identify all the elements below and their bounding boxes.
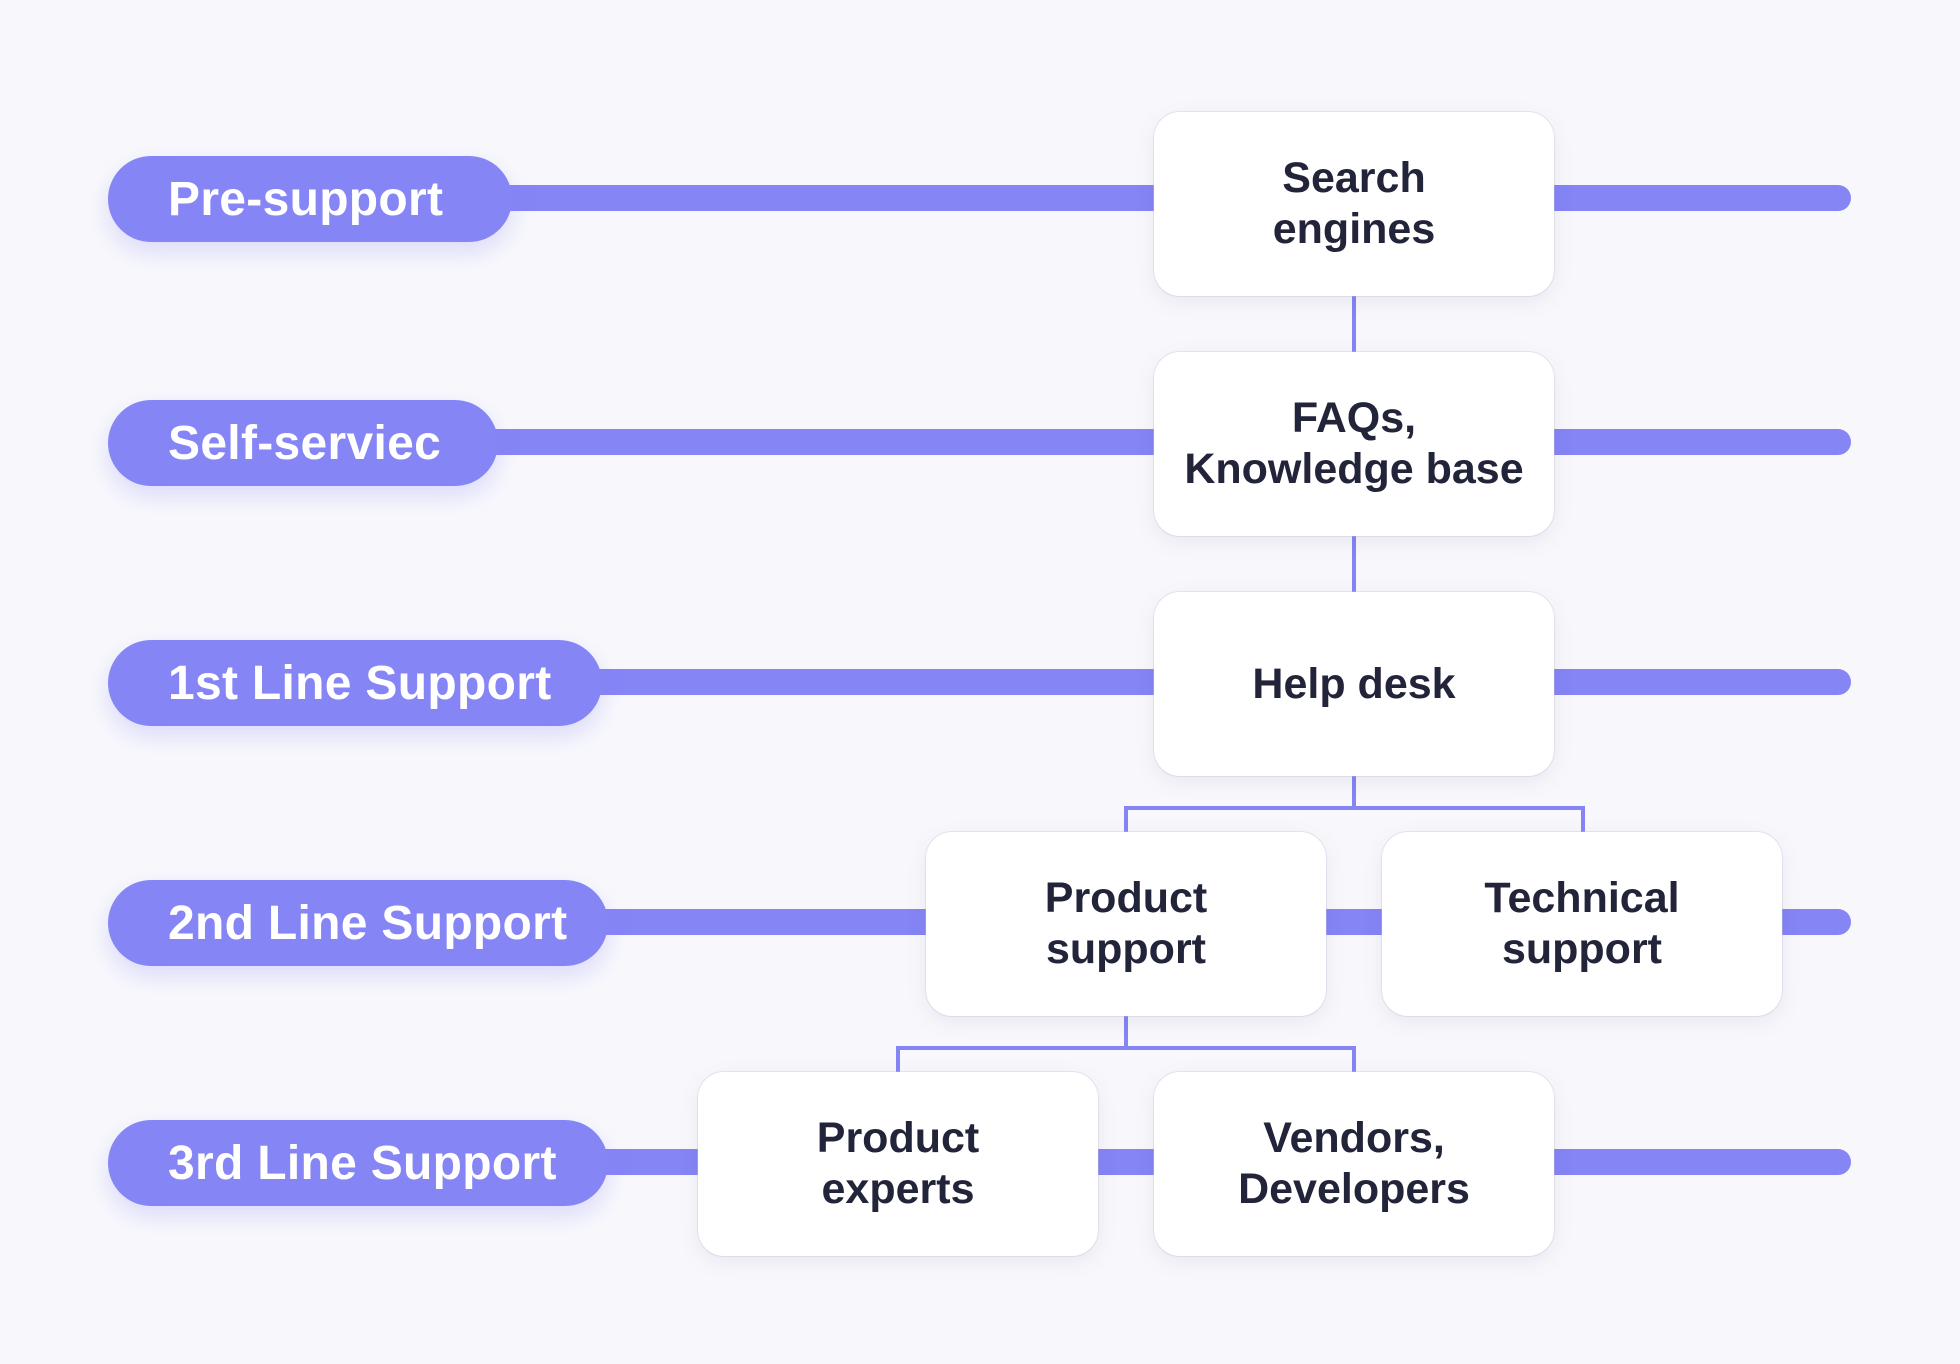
level-pill-3rd-line: 3rd Line Support (108, 1120, 608, 1206)
level-label: 3rd Line Support (168, 1136, 557, 1190)
node-label: Technical support (1484, 874, 1680, 973)
node-product-experts: Product experts (698, 1072, 1098, 1256)
node-label: Product experts (816, 1114, 980, 1213)
node-search-engines: Search engines (1154, 112, 1554, 296)
level-label: Pre-support (168, 172, 444, 226)
level-label: 2nd Line Support (168, 896, 568, 950)
node-product-support: Product support (926, 832, 1326, 1016)
level-label: Self-serviec (168, 416, 442, 470)
level-pill-self-service: Self-serviec (108, 400, 498, 486)
level-pill-pre-support: Pre-support (108, 156, 512, 242)
level-pill-1st-line: 1st Line Support (108, 640, 602, 726)
node-label: Help desk (1252, 659, 1456, 708)
node-vendors-developers: Vendors, Developers (1154, 1072, 1554, 1256)
node-technical-support: Technical support (1382, 832, 1782, 1016)
node-label: FAQs, Knowledge base (1184, 394, 1524, 493)
node-faqs-knowledge-base: FAQs, Knowledge base (1154, 352, 1554, 536)
level-pill-2nd-line: 2nd Line Support (108, 880, 608, 966)
connector-helpdesk-split (1124, 806, 1585, 832)
node-label: Vendors, Developers (1238, 1114, 1470, 1213)
node-label: Product support (1044, 874, 1208, 973)
level-label: 1st Line Support (168, 656, 552, 710)
node-help-desk: Help desk (1154, 592, 1554, 776)
connector-product-support-split (896, 1046, 1356, 1072)
node-label: Search engines (1272, 154, 1436, 253)
